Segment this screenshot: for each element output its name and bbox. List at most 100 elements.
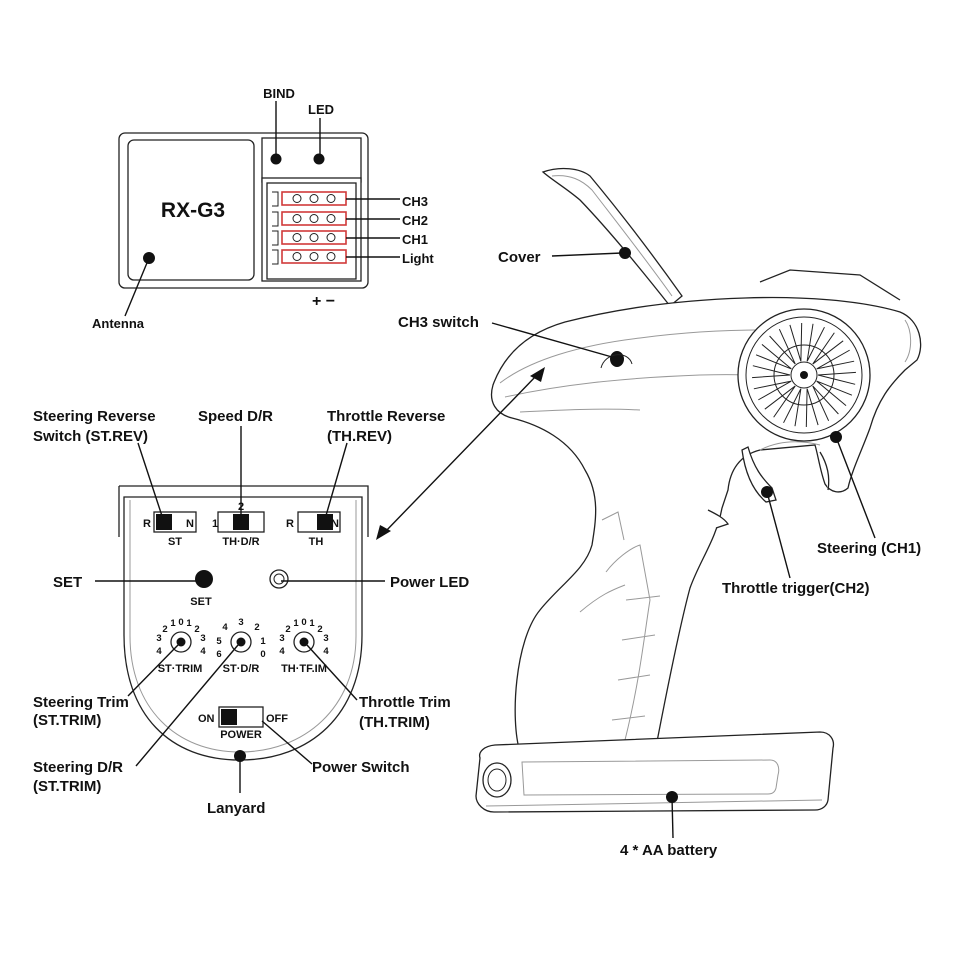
wheel-spoke [783, 388, 802, 427]
steering-trim-label-1: Steering Trim [33, 694, 129, 711]
on-label: ON [198, 713, 215, 725]
set-label: SET [53, 574, 82, 591]
panel-callouts: Steering Reverse Switch (ST.REV) Speed D… [33, 408, 469, 817]
st-trim-scale-mark: 4 [200, 646, 206, 657]
wheel-spoke [812, 385, 839, 422]
battery-label: 4 * AA battery [620, 842, 718, 859]
transmitter-base [475, 731, 835, 813]
steering-wheel[interactable] [737, 308, 871, 442]
bind-label: BIND [263, 86, 295, 101]
wheel-spoke [812, 332, 844, 365]
ch1-port-label: CH1 [402, 232, 428, 247]
steering-label: Steering (CH1) [817, 540, 921, 557]
th-label: TH [309, 536, 324, 548]
st-trim-scale-mark: 4 [156, 646, 162, 657]
st-r-label: R [143, 518, 151, 530]
thdr-label: TH·D/R [222, 536, 259, 548]
st-trim-scale-mark: 1 [170, 618, 176, 629]
power-switch-label: Power Switch [312, 759, 410, 776]
th-trim-scale-mark: 4 [323, 646, 329, 657]
th-trim-scale-mark: 1 [293, 618, 299, 629]
lanyard-label: Lanyard [207, 800, 265, 817]
st-dr-scale-mark: 2 [254, 622, 259, 633]
st-dr-scale-mark: 1 [260, 636, 266, 647]
st-trim-scale-mark: 2 [194, 624, 199, 635]
wheel-spoke [752, 365, 791, 379]
th-trim-scale-mark: 0 [301, 617, 306, 628]
th-r-label: R [286, 518, 294, 530]
receiver-model: RX-G3 [161, 199, 225, 222]
th-trim-scale-mark: 1 [309, 618, 315, 629]
cover-label: Cover [498, 249, 541, 266]
th-n-label: N [331, 518, 339, 530]
wheel-spoke [806, 323, 825, 362]
throttle-trim-label-2: (TH.TRIM) [359, 714, 430, 731]
cover-flap [541, 167, 683, 307]
th-trim-small-label: TH·TF.IM [281, 663, 327, 675]
st-trim-scale-mark: 1 [186, 618, 192, 629]
throttle-trim-label-1: Throttle Trim [359, 694, 451, 711]
wheel-spoke [755, 344, 792, 370]
off-label: OFF [266, 713, 288, 725]
power-led [269, 569, 289, 589]
st-trim-scale-mark: 2 [162, 624, 167, 635]
th-trim-scale-mark: 2 [317, 624, 322, 635]
wheel-spoke [816, 380, 853, 406]
bind-button[interactable] [270, 153, 282, 165]
ch2-port-label: CH2 [402, 213, 428, 228]
cover-point [619, 247, 631, 259]
throttle-trigger-label: Throttle trigger(CH2) [722, 580, 870, 597]
st-trim-scale-mark: 3 [156, 633, 161, 644]
st-dr-scale-mark: 0 [260, 649, 265, 660]
led-indicator [313, 153, 325, 165]
panel-link-arrow [383, 374, 538, 534]
receiver-face [127, 139, 255, 281]
power-small-label: POWER [220, 729, 262, 741]
speed-dr-label: Speed D/R [198, 408, 273, 425]
steering-dr-label-1: Steering D/R [33, 759, 123, 776]
thdr-1-label: 1 [212, 518, 218, 530]
steering-reverse-label-1: Steering Reverse [33, 408, 156, 425]
antenna-label: Antenna [92, 316, 145, 331]
st-dr-scale-mark: 4 [222, 622, 228, 633]
th-trim-scale-mark: 4 [279, 646, 285, 657]
light-port-label: Light [402, 251, 434, 266]
power-led-label: Power LED [390, 574, 469, 591]
steering-dr-label-2: (ST.TRIM) [33, 778, 101, 795]
steering-trim-label-2: (ST.TRIM) [33, 712, 101, 729]
ch3-switch-knob[interactable] [610, 351, 624, 367]
throttle-reverse-label-2: (TH.REV) [327, 428, 392, 445]
receiver-ports [272, 191, 400, 265]
wheel-spoke [764, 385, 796, 418]
th-trim-scale-mark: 3 [279, 633, 284, 644]
ch3-port-label: CH3 [402, 194, 428, 209]
antenna-leader [124, 257, 150, 317]
wheel-spoke [753, 380, 792, 401]
throttle-reverse-label-1: Throttle Reverse [327, 408, 445, 425]
receiver: RX-G3 BIND LED CH3 CH2 CH [92, 86, 434, 331]
wheel-spoke [817, 371, 856, 385]
st-dr-scale-mark: 5 [216, 636, 222, 647]
steering-reverse-label-2: Switch (ST.REV) [33, 428, 148, 445]
polarity-label: + − [312, 293, 335, 310]
th-trim-scale-mark: 2 [285, 624, 290, 635]
st-dr-scale-mark: 3 [238, 617, 243, 628]
wheel-spoke [816, 349, 855, 370]
st-trim-small-label: ST·TRIM [158, 663, 203, 675]
led-label: LED [308, 102, 334, 117]
transmitter: Cover CH3 switch Steering (CH1) Throttle… [376, 167, 922, 859]
wheel-spoke [769, 328, 796, 365]
set-button[interactable] [195, 570, 213, 588]
st-dr-small-label: ST·D/R [223, 663, 260, 675]
st-trim-scale-mark: 3 [200, 633, 205, 644]
st-trim-scale-mark: 0 [178, 617, 183, 628]
set-small-label: SET [190, 596, 212, 608]
st-dr-scale-mark: 6 [216, 649, 221, 660]
wheel-spoke [789, 323, 803, 362]
wheel-spoke [805, 388, 819, 427]
th-trim-scale-mark: 3 [323, 633, 328, 644]
ch3-switch-label: CH3 switch [398, 314, 479, 331]
